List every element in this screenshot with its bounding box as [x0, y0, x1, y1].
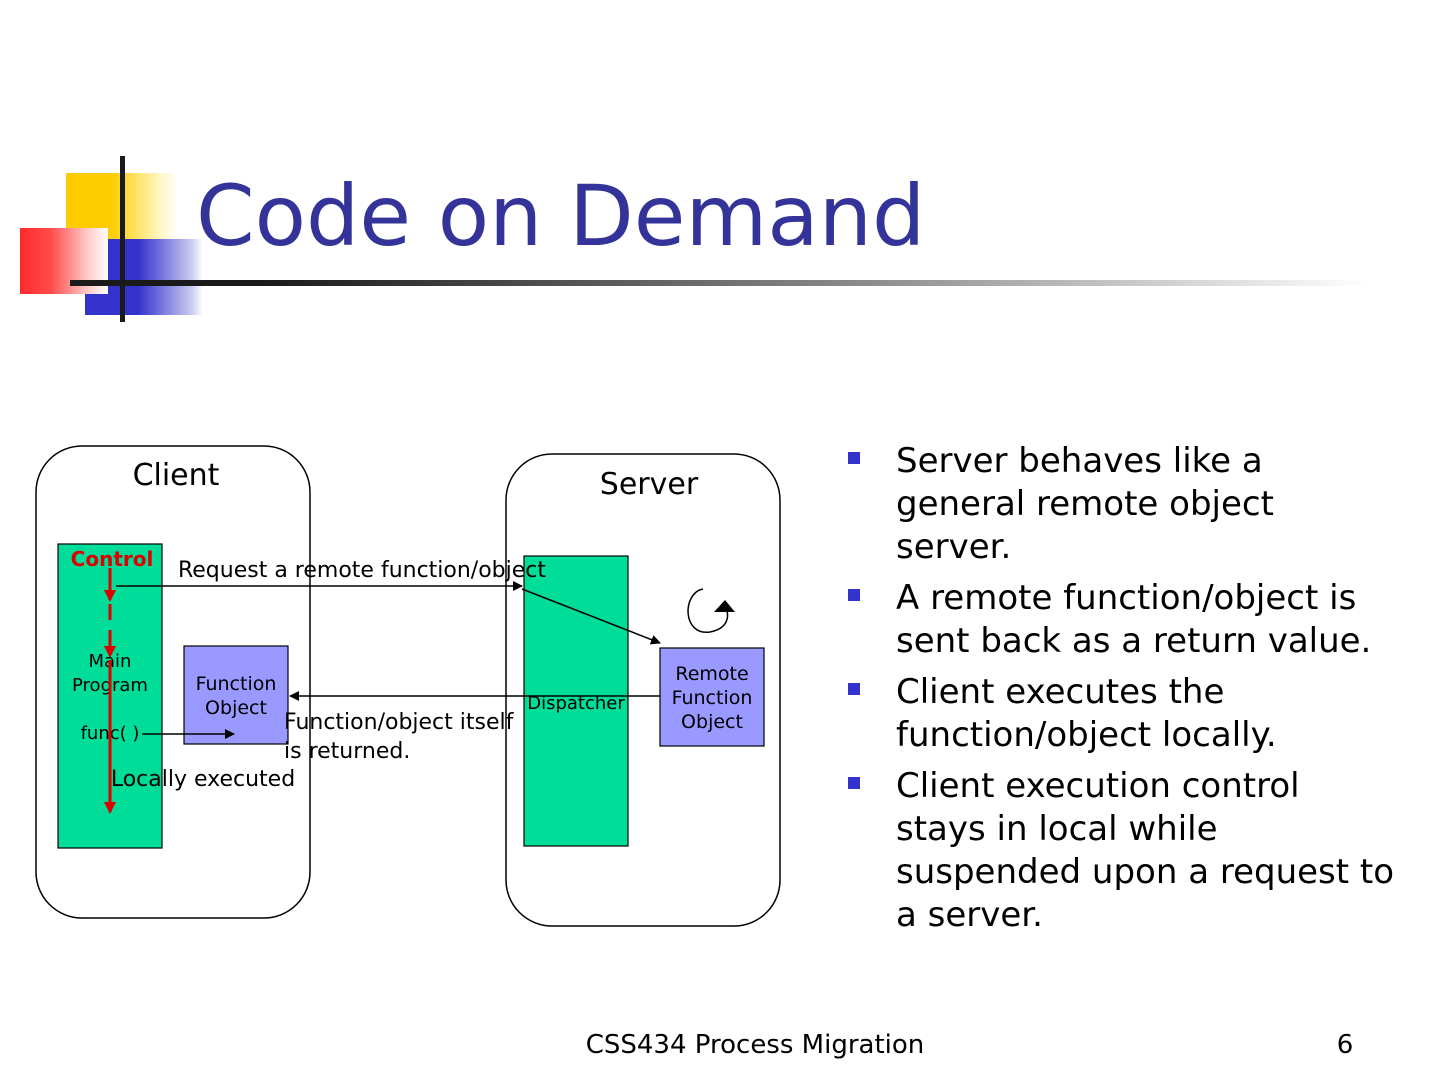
- dispatch-arrow: [521, 588, 661, 645]
- footer-text: CSS434 Process Migration: [585, 1030, 925, 1060]
- remote-object-label-line3: Object: [681, 711, 743, 733]
- bullet-item: Client execution control stays in local …: [846, 765, 1436, 937]
- execution-loop-arrow: [687, 588, 729, 633]
- bullet-text: Client execution control stays in local …: [896, 766, 1395, 935]
- client-label: Client: [133, 458, 220, 493]
- client-container: [35, 445, 311, 919]
- function-object-label-line1: Function: [196, 673, 277, 695]
- bullet-square-icon: [848, 777, 860, 789]
- remote-object-label-line2: Function: [672, 687, 753, 709]
- control-label: Control: [71, 547, 154, 571]
- page-number: 6: [1336, 1030, 1354, 1060]
- returned-label-line1: Function/object itself: [284, 710, 515, 735]
- locally-executed-label: Locally executed: [111, 767, 295, 792]
- server-label: Server: [600, 467, 699, 502]
- function-object-label-line2: Object: [205, 697, 267, 719]
- remote-object-label-line1: Remote: [675, 663, 748, 685]
- dispatcher-box: [523, 555, 629, 847]
- server-container: [505, 453, 781, 927]
- dispatcher-label: Dispatcher: [527, 693, 625, 714]
- returned-label-line2: is returned.: [284, 739, 410, 764]
- bullet-square-icon: [848, 589, 860, 601]
- bullet-text: A remote function/object is sent back as…: [896, 578, 1372, 661]
- logo-vertical-bar: [120, 156, 125, 322]
- remote-function-object-box: [659, 647, 765, 747]
- bullet-item: Client executes the function/object loca…: [846, 671, 1436, 757]
- bullet-text: Client executes the function/object loca…: [896, 672, 1277, 755]
- bullet-text: Server behaves like a general remote obj…: [896, 441, 1274, 567]
- bullet-item: Server behaves like a general remote obj…: [846, 440, 1436, 569]
- bullet-square-icon: [848, 683, 860, 695]
- function-object-box: [183, 645, 289, 745]
- request-label: Request a remote function/object: [178, 558, 546, 583]
- bullet-list: Server behaves like a general remote obj…: [846, 440, 1436, 945]
- execution-loop-arrowhead: [714, 600, 735, 612]
- bullet-square-icon: [848, 452, 860, 464]
- bullet-item: A remote function/object is sent back as…: [846, 577, 1436, 663]
- title-underline: [70, 280, 1370, 286]
- slide-title: Code on Demand: [196, 167, 926, 265]
